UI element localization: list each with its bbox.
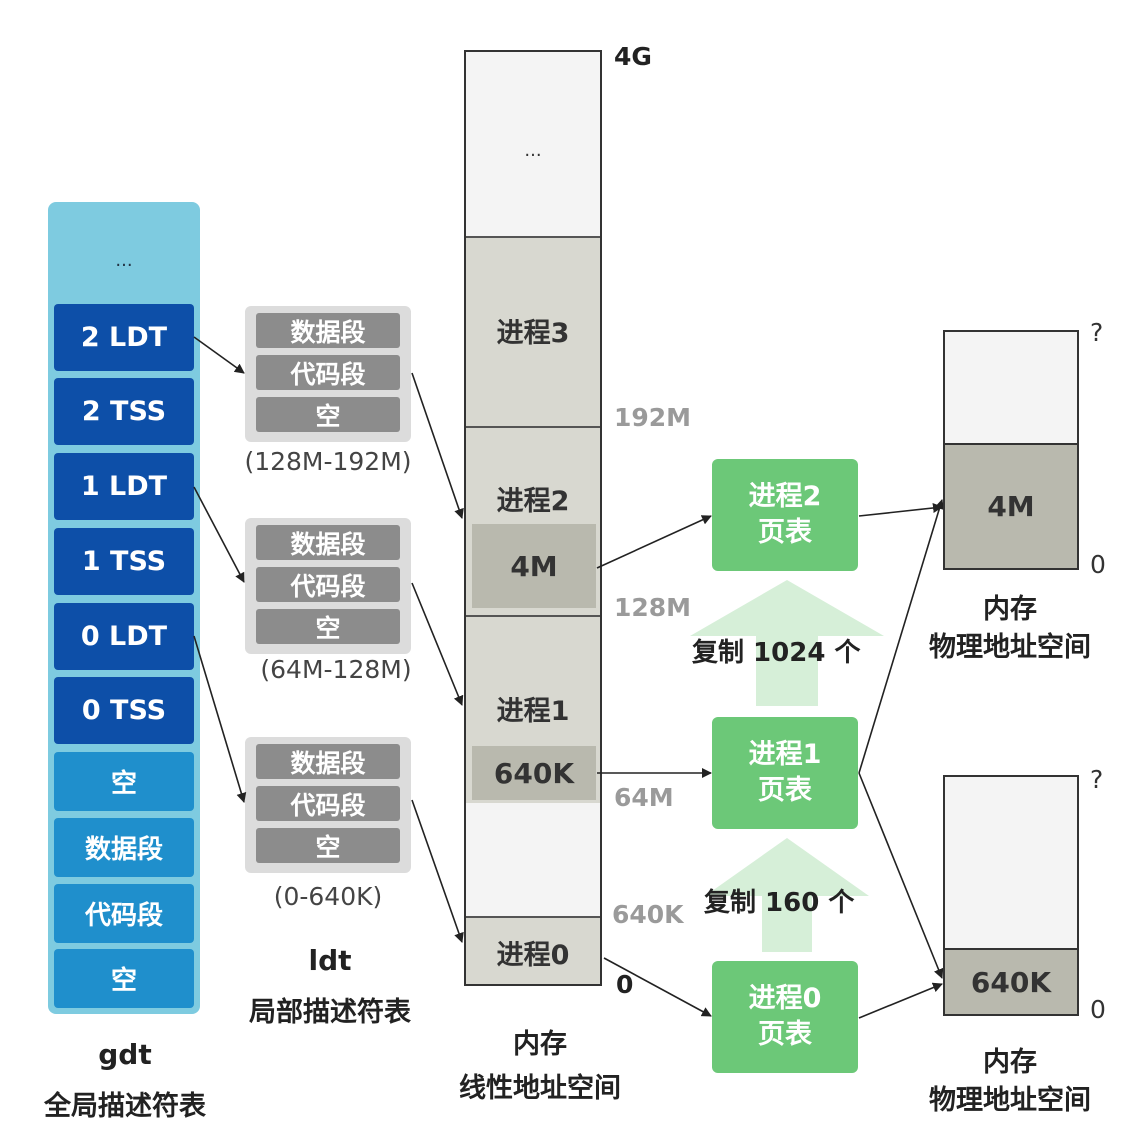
linear-process3-label: 进程3: [496, 317, 570, 349]
arrow-ldt2-to-linear: [411, 372, 464, 519]
page-table-process1-line2: 页表: [758, 775, 812, 806]
gdt-entry-0-ldt: 0 LDT: [54, 603, 194, 670]
ldt0-range: (0-640K): [273, 882, 383, 911]
gdt-entry-code-segment: 代码段: [54, 884, 194, 943]
tick-640k: 640K: [612, 900, 684, 929]
ldt2-range: (128M-192M): [244, 447, 412, 476]
page-table-process2-line2: 页表: [758, 517, 812, 548]
gdt-entry-empty-2: 空: [54, 949, 194, 1008]
gdt-entry-empty: 空: [54, 752, 194, 811]
ldt0-empty: 空: [256, 828, 400, 863]
gdt-caption-subtitle: 全局描述符表: [44, 1091, 206, 1122]
phys-upper-top-tick: ?: [1090, 318, 1104, 347]
gdt-caption-title: gdt: [98, 1038, 152, 1071]
linear-process1-label: 进程1: [496, 695, 570, 727]
copy-160-label: 复制 160 个: [704, 888, 855, 918]
ldt0-data-segment: 数据段: [256, 744, 400, 779]
tick-0: 0: [616, 970, 634, 999]
linear-ellipsis: ...: [524, 139, 542, 161]
linear-caption-title: 内存: [513, 1029, 567, 1060]
page-table-process2-line1: 进程2: [748, 480, 822, 512]
ldt-caption-subtitle: 局部描述符表: [249, 997, 411, 1028]
ldt1-empty: 空: [256, 609, 400, 644]
linear-unused-top: [465, 51, 601, 236]
ldt2-data-segment: 数据段: [256, 313, 400, 348]
arrow-ldt0-to-linear: [411, 799, 464, 943]
linear-process2-label: 进程2: [496, 485, 570, 517]
ldt0-code-segment: 代码段: [256, 786, 400, 821]
phys-upper-caption-title: 内存: [983, 594, 1037, 625]
phys-upper-bottom-tick: 0: [1090, 550, 1106, 579]
arrow-pt1-to-phys-640k: [858, 772, 944, 979]
ldt1-range: (64M-128M): [260, 655, 412, 684]
page-table-process1-line1: 进程1: [748, 738, 822, 770]
phys-lower-bottom-tick: 0: [1090, 995, 1106, 1024]
ldt1-code-segment: 代码段: [256, 567, 400, 602]
copy-arrow-lower: [705, 838, 869, 952]
copy-arrow-upper: [690, 580, 884, 706]
tick-192m: 192M: [614, 403, 692, 432]
arrow-pt1-to-phys-4m: [858, 499, 945, 774]
gdt-entry-data-segment: 数据段: [54, 818, 194, 877]
arrow-ldt1-to-linear: [411, 582, 464, 706]
tick-4g: 4G: [614, 42, 652, 71]
arrow-pt2-to-phys-4m: [858, 502, 943, 517]
arrow-0-to-pt0: [603, 957, 712, 1017]
arrow-gdt2-to-ldt2: [193, 336, 245, 374]
ldt2-empty: 空: [256, 397, 400, 432]
page-table-process0-line1: 进程0: [748, 982, 822, 1014]
gdt-entry-1-tss: 1 TSS: [54, 528, 194, 595]
arrow-gdt1-to-ldt1: [193, 486, 245, 583]
page-table-process0: 进程0 页表: [712, 961, 858, 1073]
ldt1-data-segment: 数据段: [256, 525, 400, 560]
linear-gap: [465, 803, 601, 916]
linear-process3-region: [465, 236, 601, 426]
linear-caption-subtitle: 线性地址空间: [459, 1073, 621, 1104]
tick-64m: 64M: [614, 783, 674, 812]
gdt-entry-1-ldt: 1 LDT: [54, 453, 194, 520]
gdt-ellipsis: ...: [115, 249, 133, 271]
arrow-4m-to-pt2: [596, 515, 712, 569]
page-table-process1: 进程1 页表: [712, 717, 858, 829]
linear-process1-used: 640K: [472, 746, 596, 800]
phys-upper-caption-subtitle: 物理地址空间: [929, 632, 1091, 663]
arrow-pt0-to-phys-640k: [858, 982, 943, 1019]
linear-process2-used: 4M: [472, 524, 596, 608]
phys-upper-used: 4M: [943, 443, 1079, 570]
copy-1024-label: 复制 1024 个: [692, 638, 861, 668]
ldt2-code-segment: 代码段: [256, 355, 400, 390]
linear-process0-region: [465, 916, 601, 985]
gdt-entry-2-tss: 2 TSS: [54, 378, 194, 445]
phys-lower-caption-subtitle: 物理地址空间: [929, 1085, 1091, 1116]
phys-lower-used: 640K: [943, 948, 1079, 1016]
arrow-gdt0-to-ldt0: [193, 635, 247, 803]
gdt-entry-0-tss: 0 TSS: [54, 677, 194, 744]
page-table-process0-line2: 页表: [758, 1019, 812, 1050]
tick-128m: 128M: [614, 593, 692, 622]
ldt-caption-title: ldt: [308, 944, 352, 977]
phys-lower-free: [943, 775, 1079, 950]
gdt-entry-2-ldt: 2 LDT: [54, 304, 194, 371]
page-table-process2: 进程2 页表: [712, 459, 858, 571]
linear-process0-label: 进程0: [496, 939, 570, 971]
phys-upper-free: [943, 330, 1079, 445]
linear-address-space: [464, 50, 602, 986]
phys-lower-top-tick: ?: [1090, 765, 1104, 794]
phys-lower-caption-title: 内存: [983, 1047, 1037, 1078]
